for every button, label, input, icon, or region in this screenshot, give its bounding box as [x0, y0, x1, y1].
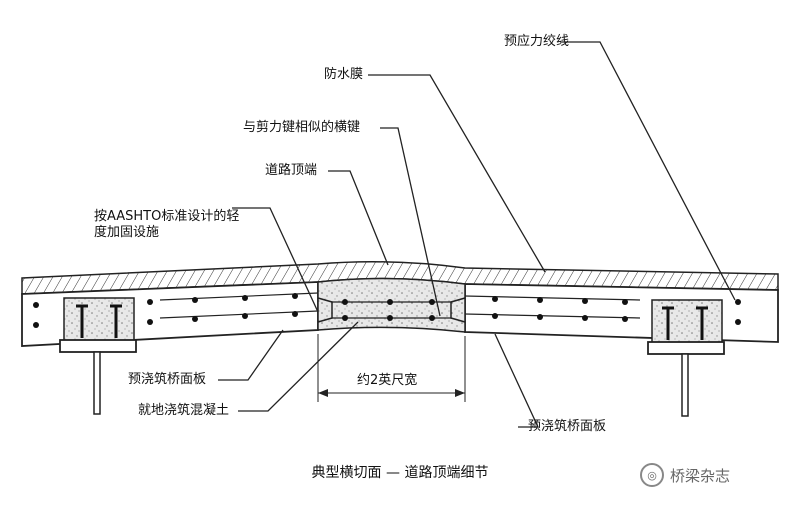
label-joint-width: 约2英尺宽 — [357, 373, 418, 388]
rebar-left-top — [159, 292, 319, 301]
girder-pocket-right — [647, 299, 725, 417]
shear-key-right — [450, 297, 466, 323]
dim-arrow-right — [455, 389, 465, 397]
figure-caption: 典型横切面 — 道路顶端细节 — [311, 465, 489, 481]
cast-in-place-joint — [317, 277, 466, 333]
label-prestress-strand: 预应力绞线 — [504, 34, 570, 49]
leader-crown — [328, 170, 389, 266]
leader-precast-left — [218, 329, 284, 381]
label-shear-key: 与剪力键相似的横键 — [243, 120, 361, 135]
rebar-left-bottom — [159, 310, 319, 319]
label-waterproof-membrane: 防水膜 — [324, 67, 364, 82]
strands-joint — [342, 299, 435, 321]
leader-shear-key — [380, 127, 441, 317]
label-aashto: 按AASHTO标准设计的轻度加固设施 — [94, 209, 240, 240]
leader-precast-right — [494, 333, 540, 428]
label-cast-in-place: 就地浇筑混凝土 — [138, 403, 230, 418]
leader-membrane — [368, 74, 546, 273]
dim-arrow-left — [318, 389, 328, 397]
label-precast-deck-right: 预浇筑桥面板 — [528, 419, 607, 434]
leader-aashto — [232, 207, 319, 313]
brand-watermark: ◎ 桥梁杂志 — [640, 463, 730, 487]
shear-key-left — [317, 297, 333, 323]
label-precast-deck-left: 预浇筑桥面板 — [128, 372, 207, 387]
label-crown: 道路顶端 — [265, 163, 318, 178]
strands-right — [492, 296, 741, 325]
leader-prestress — [560, 41, 736, 301]
brand-text: 桥梁杂志 — [670, 466, 731, 485]
girder-pocket-left — [59, 297, 137, 415]
wechat-icon: ◎ — [640, 463, 664, 487]
leader-cip — [238, 321, 359, 412]
strands-left — [33, 293, 298, 328]
